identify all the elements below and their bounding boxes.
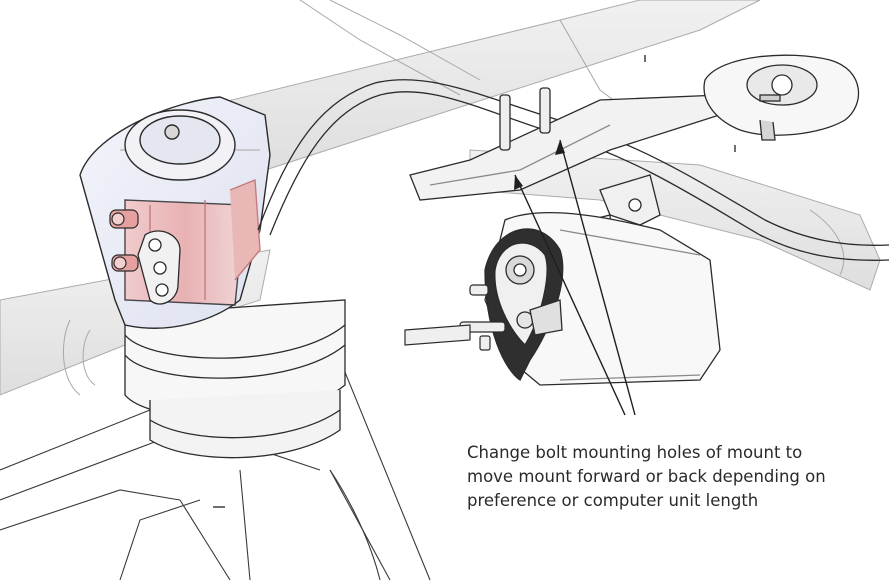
arrowheads	[514, 140, 565, 190]
clamp-plate	[137, 230, 181, 305]
callout-line-3: preference or computer unit length	[467, 491, 759, 510]
tick-marks	[213, 55, 736, 508]
stem-base	[124, 299, 346, 459]
callout-arrows	[514, 139, 636, 416]
mount-cradle	[703, 54, 860, 141]
unit-screw	[404, 284, 506, 351]
callout-line-1: Change bolt mounting holes of mount to	[467, 443, 803, 462]
clamp-bolt	[109, 209, 139, 272]
computer-unit	[484, 211, 721, 386]
callout-text: Change bolt mounting holes of mount to m…	[467, 441, 887, 513]
mount-arm	[409, 87, 737, 201]
handlebar-ghost-edges	[62, 0, 845, 396]
callout-line-2: move mount forward or back depending on	[467, 467, 826, 486]
frame-outline	[0, 359, 431, 581]
